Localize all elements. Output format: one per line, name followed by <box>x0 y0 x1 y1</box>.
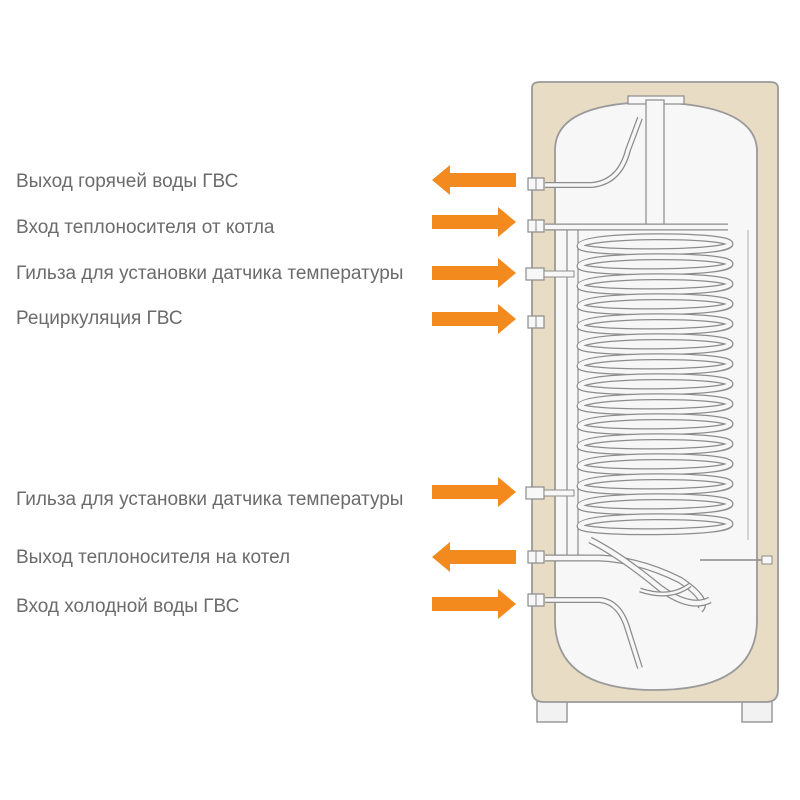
sensor-sleeve-lower <box>525 486 575 500</box>
label-cold-water-inlet: Вход холодной воды ГВС <box>16 596 239 617</box>
arrow-right-icon <box>432 477 516 507</box>
flow-arrows <box>432 165 516 619</box>
coil-loop-inner <box>577 414 733 435</box>
coil-loop-inner <box>577 474 733 495</box>
coil-loop-inner <box>577 374 733 395</box>
label-hot-water-outlet: Выход горячей воды ГВС <box>16 171 238 192</box>
coil-loop-inner <box>577 394 733 415</box>
tank-foot-right <box>741 699 773 723</box>
arrow-right-icon <box>432 207 516 237</box>
coil-loop-inner <box>577 334 733 355</box>
coil-loop-inner <box>577 274 733 295</box>
coil-loop-inner <box>577 294 733 315</box>
coil-loop-inner <box>577 434 733 455</box>
coil-loop-inner <box>577 314 733 335</box>
label-sensor-sleeve-upper: Гильза для установки датчика температуры <box>16 263 403 284</box>
arrow-right-icon <box>432 258 516 288</box>
coil-loop-inner <box>577 234 733 255</box>
arrow-right-icon <box>432 589 516 619</box>
arrow-left-icon <box>432 165 516 195</box>
label-heat-carrier-outlet: Выход теплоносителя на котел <box>16 547 290 568</box>
label-recirculation: Рециркуляция ГВС <box>16 308 183 329</box>
label-heat-carrier-inlet: Вход теплоносителя от котла <box>16 217 275 238</box>
coil-loop-inner <box>577 254 733 275</box>
coil-loop-inner <box>577 354 733 375</box>
tank-illustration <box>525 81 779 723</box>
coil-loop-inner <box>577 514 733 535</box>
heating-coil <box>576 233 734 536</box>
coil-loop-inner <box>577 454 733 475</box>
nozzles <box>527 177 545 607</box>
connection-labels: Выход горячей воды ГВС Вход теплоносител… <box>16 171 403 617</box>
anode-rod <box>645 99 665 226</box>
coil-loop-inner <box>577 494 733 515</box>
tank-foot-left <box>536 699 568 723</box>
label-sensor-sleeve-lower: Гильза для установки датчика температуры <box>16 489 403 510</box>
sensor-sleeve-upper <box>525 267 575 281</box>
arrow-left-icon <box>432 542 516 572</box>
arrow-right-icon <box>432 304 516 334</box>
